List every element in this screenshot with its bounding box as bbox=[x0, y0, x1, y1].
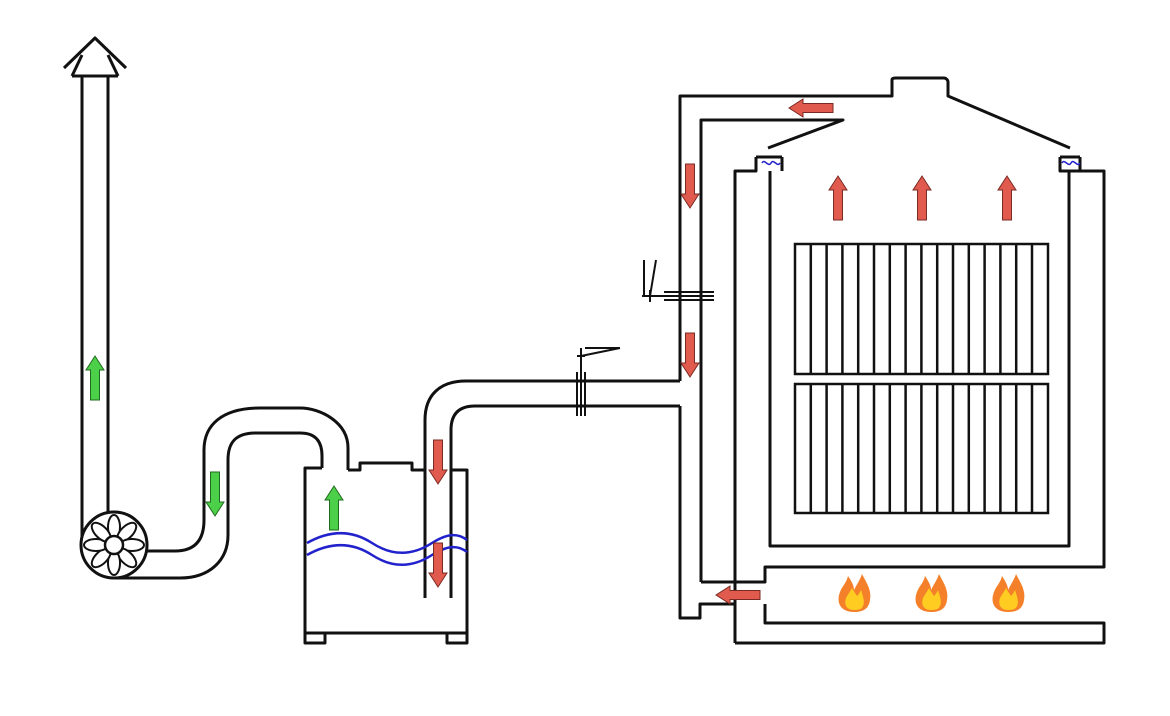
hot-arrow-left-icon bbox=[788, 98, 834, 118]
burners bbox=[838, 574, 1025, 612]
heat-exchanger bbox=[793, 242, 1050, 376]
hot-gas-arrows bbox=[428, 98, 1017, 605]
u-bend-outer-wall bbox=[114, 431, 324, 580]
flue-duct bbox=[423, 379, 680, 431]
damper-valve-horizontal-icon bbox=[576, 347, 621, 416]
flame-icon bbox=[992, 574, 1025, 612]
flame-icon bbox=[915, 574, 948, 612]
firebox-inner-wall bbox=[768, 171, 1071, 548]
heat-exchanger-lower bbox=[793, 382, 1050, 515]
boiler-gaskets bbox=[761, 160, 1081, 166]
cool-arrow-up-icon bbox=[85, 355, 105, 401]
tank-foot-right bbox=[445, 631, 469, 645]
boiler-right-wall bbox=[701, 169, 1106, 584]
condensing-tank bbox=[303, 420, 469, 645]
hot-arrow-down-icon bbox=[428, 439, 448, 485]
hot-arrow-up-icon bbox=[828, 175, 848, 221]
damper-valve-vertical-icon bbox=[642, 259, 714, 302]
boiler-casing-right bbox=[1058, 157, 1080, 173]
water-surface bbox=[306, 532, 468, 566]
tank-top bbox=[348, 461, 425, 472]
furnace-bottom bbox=[735, 604, 1106, 645]
hot-arrow-down-icon bbox=[680, 163, 700, 209]
hot-arrow-down-icon bbox=[680, 332, 700, 378]
flame-icon bbox=[838, 574, 871, 612]
tank-body bbox=[303, 466, 469, 635]
hot-arrow-up-icon bbox=[997, 175, 1017, 221]
fan-icon bbox=[79, 510, 149, 580]
boiler-outer-passage-wall bbox=[678, 76, 1071, 381]
flue-duct-outer-wall bbox=[423, 379, 680, 421]
boiler-casing bbox=[733, 157, 758, 643]
u-bend-inner-wall bbox=[147, 406, 350, 553]
tank-foot-left bbox=[303, 631, 327, 645]
hot-arrow-up-icon bbox=[912, 175, 932, 221]
hot-arrow-down-icon bbox=[428, 542, 448, 588]
chimney bbox=[62, 36, 128, 540]
hot-arrow-left-icon bbox=[715, 585, 761, 605]
boiler-return-passage-outer-lower bbox=[678, 406, 735, 620]
boiler bbox=[678, 76, 1106, 645]
cool-arrow-down-icon bbox=[205, 471, 225, 517]
cool-arrow-up-icon bbox=[324, 485, 344, 531]
cooled-gas-arrows bbox=[85, 355, 344, 531]
chimney-cap-icon bbox=[62, 36, 128, 70]
flue-duct-inner-wall bbox=[449, 404, 680, 431]
boiler-inner-passage-wall bbox=[699, 118, 845, 582]
u-bend-duct bbox=[114, 406, 350, 580]
